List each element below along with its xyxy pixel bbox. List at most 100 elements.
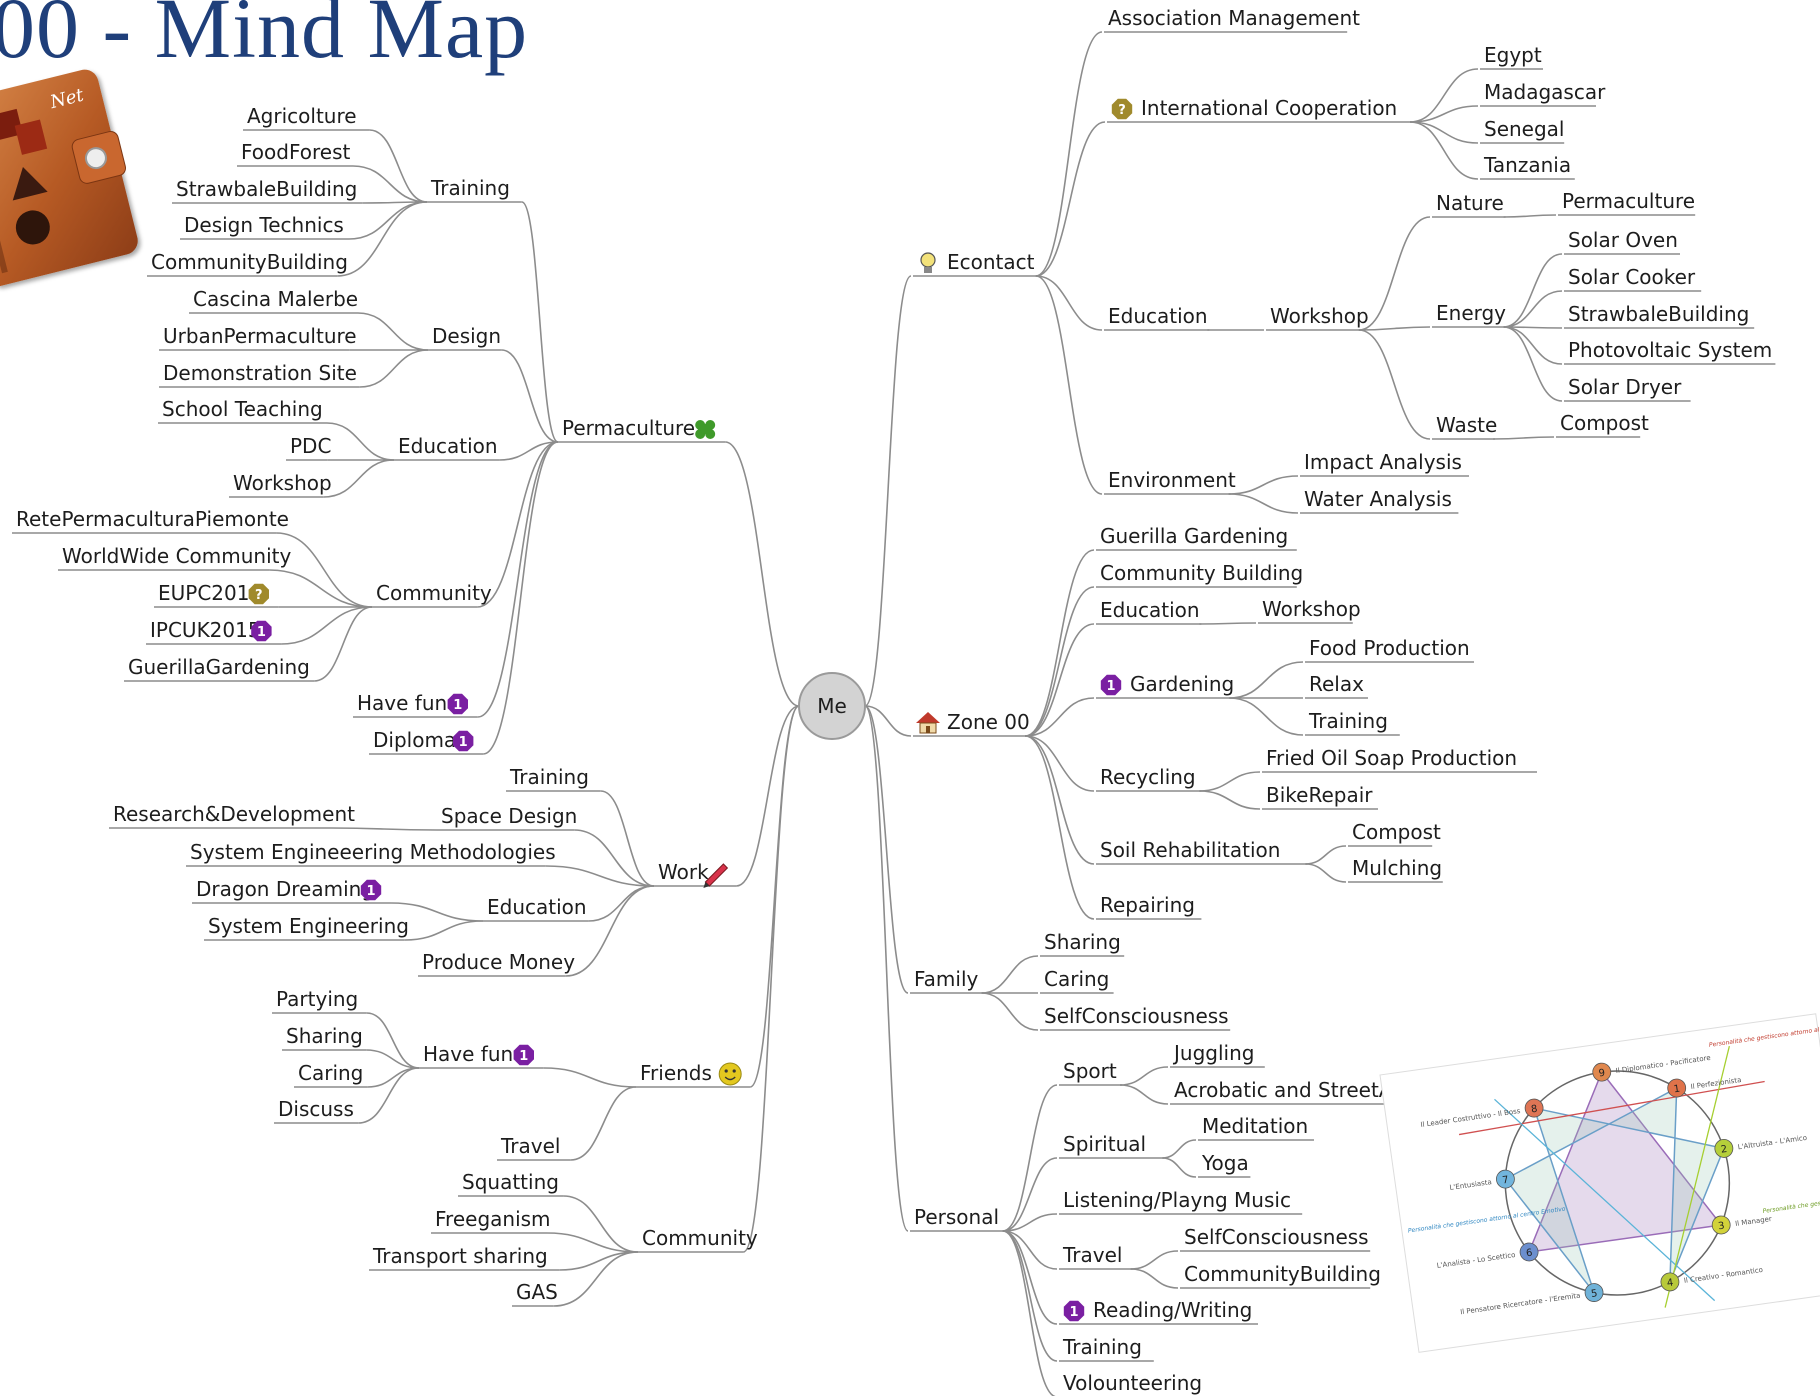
node-label: GAS [516,1280,558,1304]
node-label: SelfConsciousness [1044,1004,1229,1028]
svg-text:6: 6 [1525,1248,1533,1260]
page-title: 00 - Mind Map [0,0,529,76]
node-pdesign: Design [432,324,501,348]
node-label: Volounteering [1063,1371,1202,1395]
node-ews: Workshop [1270,304,1369,328]
node-een5: Solar Dryer [1568,375,1682,399]
node-ps1: Juggling [1172,1041,1254,1065]
node-label: Energy [1436,301,1506,325]
node-pt2: FoodForest [241,140,350,164]
node-ptrav: Travel [1062,1243,1122,1267]
node-label: International Cooperation [1141,96,1397,120]
node-label: GuerillaGardening [128,655,310,679]
node-label: Relax [1309,672,1364,696]
node-pc1: RetePermaculturaPiemonte [16,507,289,531]
node-label: Training [1062,1335,1142,1359]
node-pe1: School Teaching [162,397,323,421]
node-pedu: Education [398,434,498,458]
node-pt3: StrawbaleBuilding [176,177,357,201]
node-wsem: System Engineeering Methodologies [190,840,556,864]
node-pc5: GuerillaGardening [128,655,310,679]
node-label: Education [1108,304,1208,328]
node-eam: Association Management [1108,6,1360,30]
pencil-icon [703,863,729,888]
node-label: Agricolture [247,104,357,128]
node-family: Family [914,967,979,991]
node-eic1: Egypt [1484,43,1542,67]
node-label: Community [376,581,492,605]
node-label: Friends [640,1061,712,1085]
node-label: Training [509,765,589,789]
node-pcomm: Community [376,581,492,605]
node-label: Community [642,1226,758,1250]
node-pd1: Cascina Malerbe [193,287,358,311]
node-label: Produce Money [422,950,575,974]
node-ff2: Sharing [286,1024,363,1048]
node-label: Meditation [1202,1114,1308,1138]
node-label: Permaculture [562,416,695,440]
node-lc3: Transport sharing [372,1244,548,1268]
node-pc3: EUPC2016? [158,581,269,605]
node-zedu1: Workshop [1262,597,1361,621]
svg-text:1: 1 [366,884,375,899]
node-label: CommunityBuilding [1184,1262,1381,1286]
node-zg2: Relax [1309,672,1364,696]
node-pd2: UrbanPermaculture [163,324,357,348]
node-label: Repairing [1100,893,1195,917]
node-label: Caring [1044,967,1109,991]
node-ws1: Research&Development [113,802,355,826]
node-label: Senegal [1484,117,1565,141]
node-label: Waste [1436,413,1497,437]
node-wmoney: Produce Money [422,950,575,974]
node-label: Demonstration Site [163,361,357,385]
node-label: UrbanPermaculture [163,324,357,348]
node-zr2: BikeRepair [1266,783,1373,807]
node-econtact: Econtact [920,250,1035,274]
node-label: Family [914,967,979,991]
node-label: Listening/Playng Music [1063,1188,1291,1212]
node-zrep: Repairing [1100,893,1195,917]
node-label: Solar Cooker [1568,265,1696,289]
node-pspir: Spiritual [1063,1132,1146,1156]
node-ewas1: Compost [1560,411,1649,435]
priority-1-badge-icon: 1 [447,693,468,715]
node-label: Food Production [1309,636,1470,660]
node-plist: Listening/Playng Music [1063,1188,1291,1212]
node-label: Workshop [1270,304,1369,328]
smiley-icon [718,1062,742,1086]
node-pe3: Workshop [233,471,332,495]
svg-text:4: 4 [1666,1278,1674,1290]
svg-text:1: 1 [453,698,462,713]
node-eenv1: Impact Analysis [1304,450,1462,474]
node-label: Spiritual [1063,1132,1146,1156]
clover-icon [695,420,716,439]
svg-text:7: 7 [1502,1175,1510,1187]
node-label: SelfConsciousness [1184,1225,1369,1249]
lightbulb-icon [920,252,936,273]
node-label: Education [1100,598,1200,622]
node-zone: Zone 00 [916,710,1030,734]
node-label: Have fun [423,1042,513,1066]
question-badge-icon: ? [248,583,269,605]
node-label: Dragon Dreaming [196,877,374,901]
node-ff4: Discuss [278,1097,354,1121]
node-label: Design [432,324,501,348]
node-label: Permaculture [1562,189,1695,213]
svg-text:?: ? [1118,103,1126,118]
node-wedu: Education [487,895,587,919]
node-label: Acrobatic and StreetArt [1174,1078,1409,1102]
node-zg3: Training [1308,709,1388,733]
node-label: BikeRepair [1266,783,1373,807]
node-work: Work [658,860,729,888]
svg-text:5: 5 [1590,1288,1598,1300]
node-pc2: WorldWide Community [62,544,291,568]
node-zrec: Recycling [1100,765,1196,789]
node-wspace: Space Design [441,804,577,828]
node-label: Diploma [373,728,456,752]
node-eedu: Education [1108,304,1208,328]
node-label: Yoga [1201,1151,1249,1175]
node-label: Compost [1560,411,1649,435]
node-label: Impact Analysis [1304,450,1462,474]
